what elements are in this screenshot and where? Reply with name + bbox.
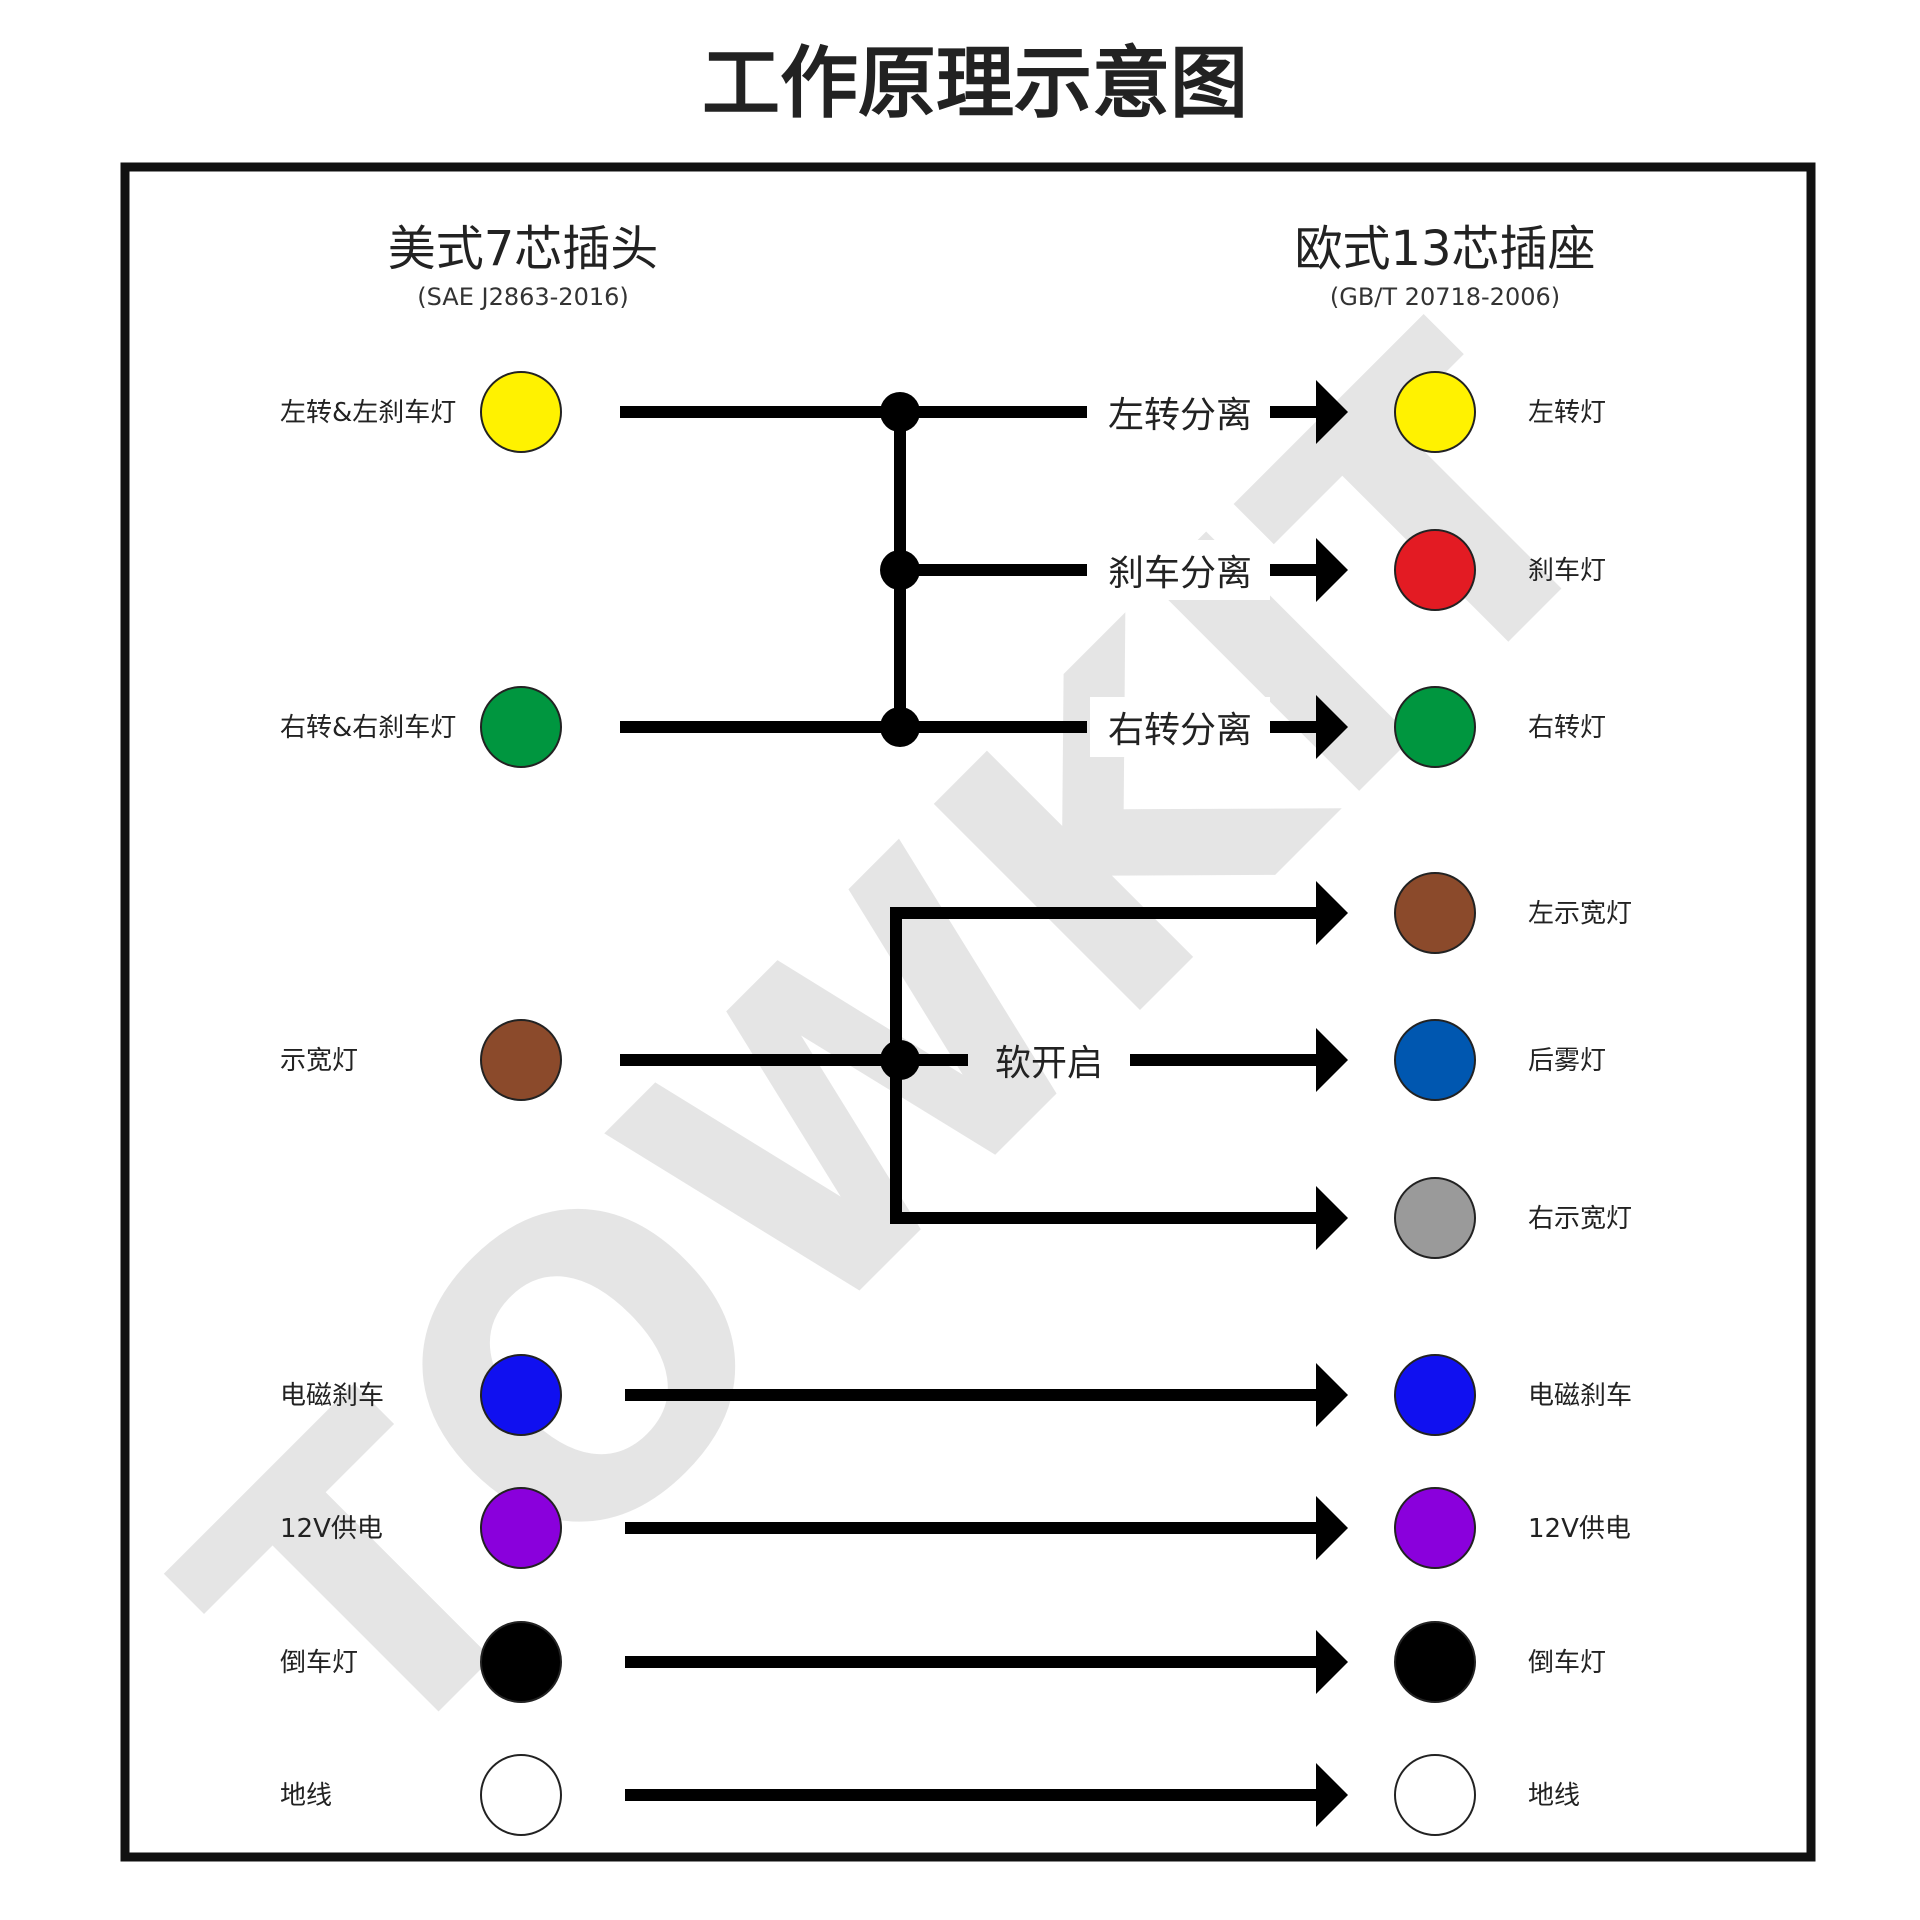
right-pin-7 [1394,1487,1476,1569]
right-pin-0 [1394,371,1476,453]
arrow-brake [1316,538,1348,602]
straight-wire-arrow-2 [1316,1630,1348,1694]
straight-wire-arrow-0 [1316,1363,1348,1427]
right-pin-3 [1394,872,1476,954]
junction-brake [880,550,920,590]
label-soft-start: 软开启 [995,1043,1103,1084]
straight-wires [625,1363,1348,1827]
right-pin-label: 左转灯 [1528,398,1606,428]
label-left-turn-separation: 左转分离 [1108,395,1252,436]
left-pin-label: 示宽灯 [280,1046,358,1076]
wire-labels: 左转分离 刹车分离 右转分离 软开启 [995,382,1270,1084]
left-pin-label: 左转&左刹车灯 [280,398,456,428]
arrow-right-marker [1316,1186,1348,1250]
right-pin-label: 右转灯 [1528,713,1606,743]
page-title: 工作原理示意图 [702,39,1248,129]
junctions [880,392,920,1080]
right-pin-8 [1394,1621,1476,1703]
right-pin-label: 后雾灯 [1528,1046,1606,1076]
left-pin-3 [480,1354,562,1436]
junction-right-turn [880,707,920,747]
junction-marker [880,1040,920,1080]
left-connector-name: 美式7芯插头 [388,221,659,277]
right-pin-1 [1394,529,1476,611]
left-pin-4 [480,1487,562,1569]
diagram-frame [120,162,1816,1862]
straight-wire-arrow-1 [1316,1496,1348,1560]
arrow-left-marker [1316,881,1348,945]
left-pin-1 [480,686,562,768]
right-pin-4 [1394,1019,1476,1101]
right-pin-label: 刹车灯 [1528,556,1606,586]
arrow-left-turn [1316,380,1348,444]
right-pin-label: 倒车灯 [1528,1648,1606,1678]
right-pin-label: 12V供电 [1528,1514,1631,1544]
right-pin-5 [1394,1177,1476,1259]
arrows [1268,380,1348,1250]
left-pin-2 [480,1019,562,1101]
arrow-fog [1316,1028,1348,1092]
left-pin-0 [480,371,562,453]
junction-left-turn [880,392,920,432]
right-pin-9 [1394,1754,1476,1836]
label-brake-separation: 刹车分离 [1108,553,1252,594]
arrow-right-turn [1316,695,1348,759]
left-pin-label: 12V供电 [280,1514,383,1544]
left-pin-label: 电磁刹车 [280,1381,384,1411]
left-pin-label: 右转&右刹车灯 [280,713,456,743]
right-pin-label: 地线 [1528,1781,1580,1811]
right-pin-label: 左示宽灯 [1528,899,1632,929]
right-connector-standard: (GB/T 20718-2006) [1330,283,1560,311]
right-pin-label: 右示宽灯 [1528,1204,1632,1234]
right-pin-6 [1394,1354,1476,1436]
left-pin-6 [480,1754,562,1836]
left-connector-standard: (SAE J2863-2016) [417,283,629,311]
straight-wire-arrow-3 [1316,1763,1348,1827]
left-pin-5 [480,1621,562,1703]
label-right-turn-separation: 右转分离 [1108,710,1252,751]
left-pin-label: 地线 [280,1781,332,1811]
right-pin-label: 电磁刹车 [1528,1381,1632,1411]
right-connector-name: 欧式13芯插座 [1294,221,1595,277]
left-pin-label: 倒车灯 [280,1648,358,1678]
right-pin-2 [1394,686,1476,768]
